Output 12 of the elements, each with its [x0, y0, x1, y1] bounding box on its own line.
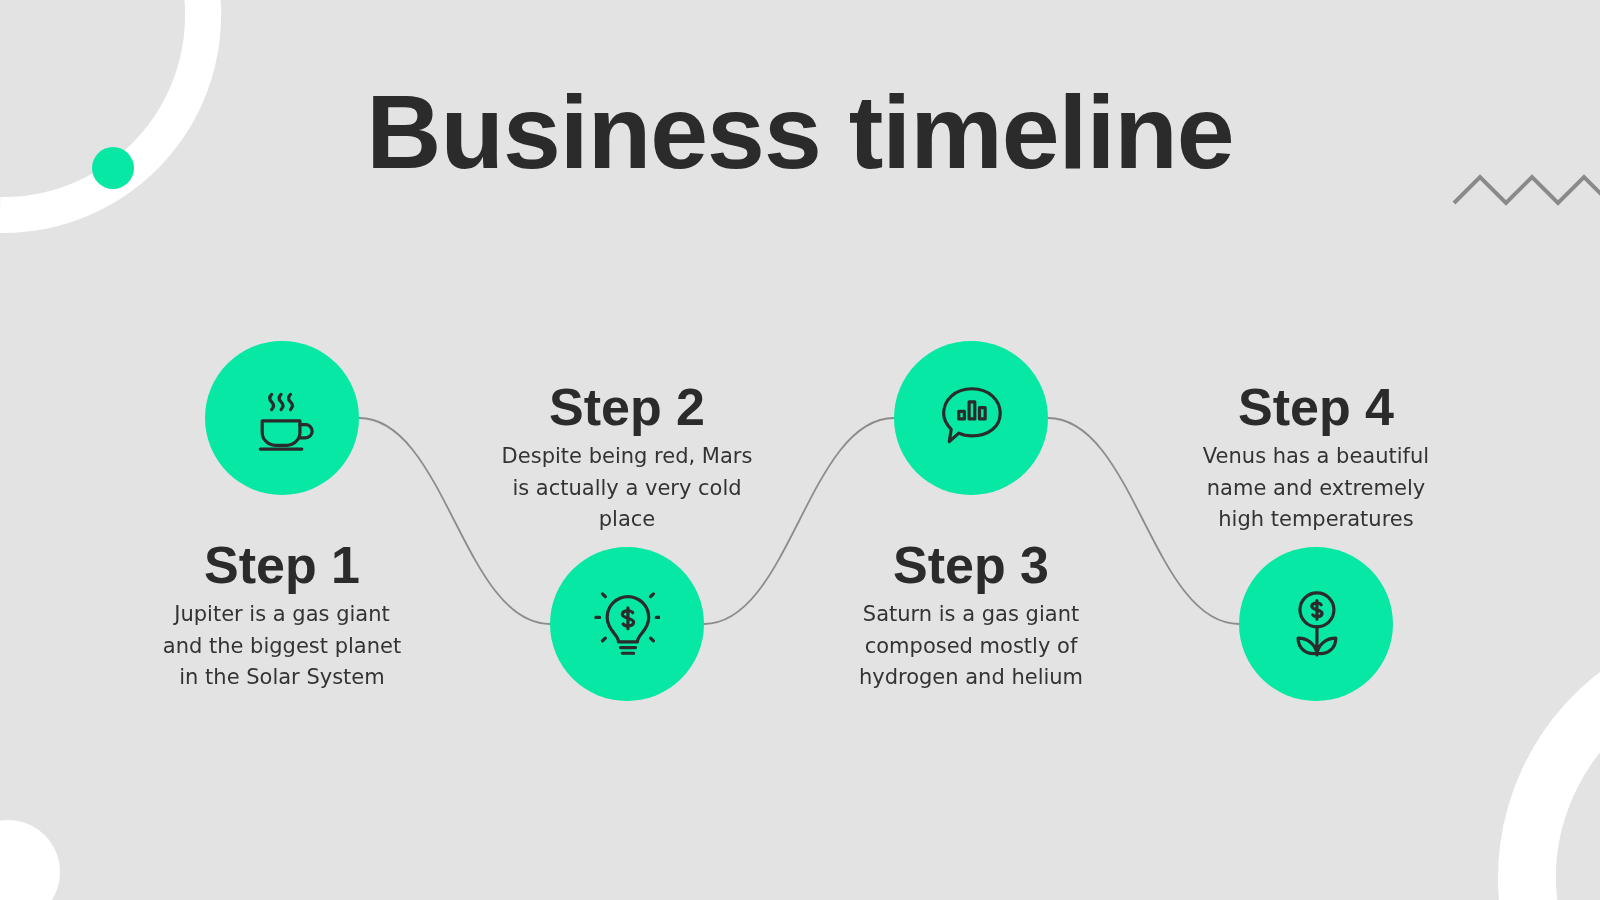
step-heading: Step 4	[1237, 377, 1395, 437]
step-heading: Step 2	[548, 377, 706, 437]
step-heading: Step 1	[203, 535, 361, 595]
connector-curve	[358, 417, 551, 625]
step-description: Despite being red, Mars is actually a very cold place	[500, 443, 754, 533]
step-description: Venus has a beautiful name and extremely high temperatures	[1201, 443, 1431, 533]
step-description: Jupiter is a gas giant and the biggest planet in the Solar System	[161, 601, 403, 691]
connector-curve	[1047, 417, 1240, 625]
title: Business timeline	[366, 73, 1234, 192]
step-description: Saturn is a gas giant composed mostly of hydrogen and helium	[857, 601, 1085, 691]
step-heading: Step 3	[892, 535, 1050, 595]
connector-curve	[703, 417, 895, 625]
